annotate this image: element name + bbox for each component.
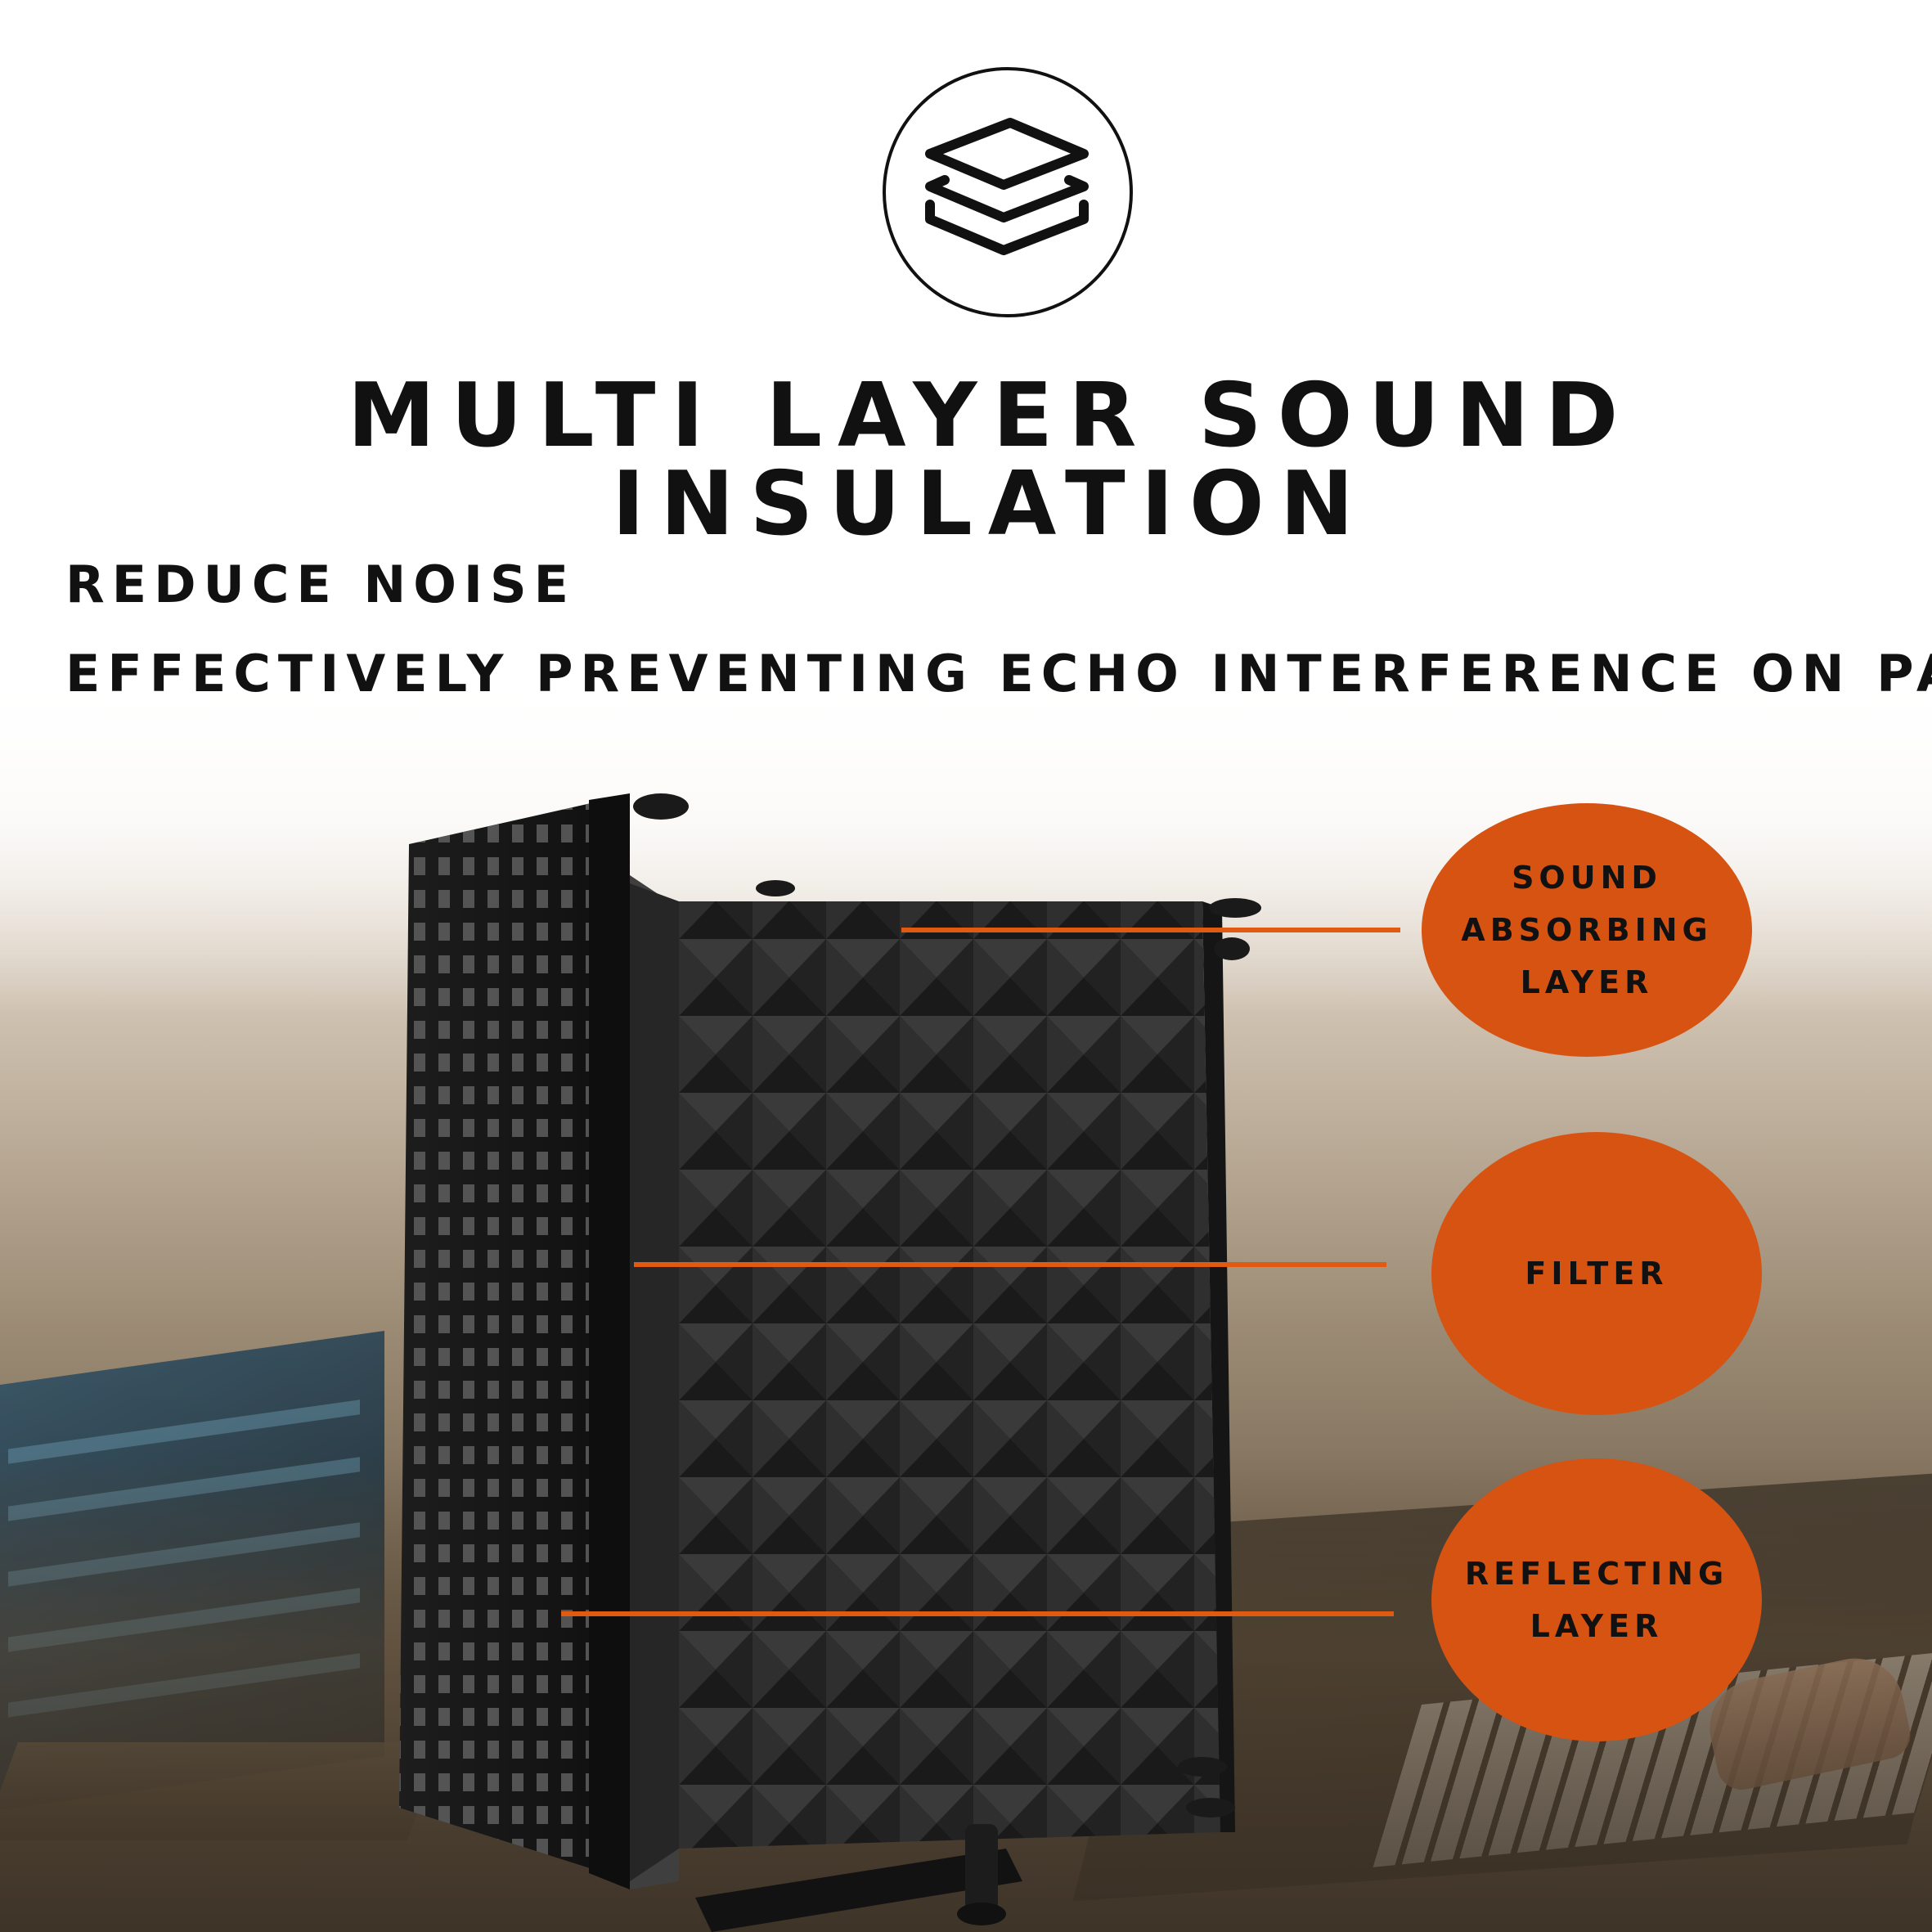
callout-label: SOUND ABSORBING LAYER [1461, 860, 1713, 1000]
callout-filter: FILTER [1431, 1132, 1762, 1415]
layers-icon [881, 65, 1134, 319]
subtitle-reduce-noise: REDUCE NOISE [65, 555, 577, 614]
subtitle-echo: EFFECTIVELY PREVENTING ECHO INTERFERENCE… [65, 644, 1932, 703]
leader-line-reflecting [561, 1611, 1394, 1616]
page-title: MULTI LAYER SOUND INSULATION [347, 365, 1634, 555]
callout-label: REFLECTING LAYER [1464, 1556, 1729, 1644]
leader-line-sound-absorbing [901, 928, 1400, 932]
isolation-shield-image [384, 785, 1284, 1932]
leader-line-filter [634, 1262, 1386, 1267]
callout-reflecting-layer: REFLECTING LAYER [1431, 1458, 1762, 1741]
callout-label: FILTER [1525, 1256, 1669, 1292]
callout-sound-absorbing-layer: SOUND ABSORBING LAYER [1422, 803, 1752, 1057]
